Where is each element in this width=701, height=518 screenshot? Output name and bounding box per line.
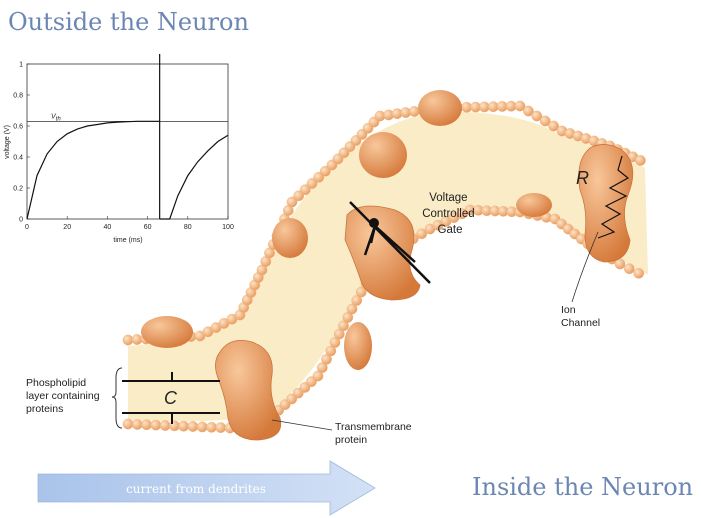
current-arrow — [37, 460, 376, 516]
threshold-label-subscript: th — [56, 116, 62, 122]
phospholipid-head — [215, 422, 227, 433]
phospholipid-head — [416, 228, 428, 240]
x-tick-label: 60 — [144, 224, 152, 231]
phospholipid-label-line: layer containing — [26, 390, 100, 402]
phospholipid-head — [614, 258, 626, 270]
phospholipid-head — [178, 420, 189, 432]
chart-xlabel: time (ms) — [113, 237, 142, 244]
phospholipid-brace — [111, 367, 123, 429]
resistor-label: R — [576, 168, 589, 188]
y-tick-label: 0.8 — [13, 93, 23, 100]
phospholipid-head — [196, 421, 208, 433]
phospholipid-head — [141, 419, 152, 431]
phospholipid-head — [633, 267, 645, 279]
phospholipid-head — [355, 286, 367, 298]
voltage-gate-protein — [344, 205, 421, 301]
voltage-gate-label-line: Gate — [438, 224, 463, 236]
voltage-gate-label-line: Voltage — [429, 192, 467, 204]
phospholipid-head — [131, 419, 143, 430]
y-tick-label: 0.4 — [13, 155, 23, 162]
phospholipid-head — [131, 334, 143, 345]
phospholipid-head — [539, 115, 551, 127]
phospholipid-head — [312, 370, 324, 382]
phospholipid-head — [635, 155, 646, 166]
phospholipid-head — [286, 196, 298, 208]
gate-pivot — [369, 218, 379, 228]
transmembrane-label-line: Transmembrane — [335, 421, 412, 433]
phospholipid-head — [338, 320, 349, 332]
phospholipid-head — [514, 100, 526, 112]
protein-blob — [516, 193, 552, 217]
protein-blob — [272, 218, 308, 258]
ion-channel-protein — [578, 144, 634, 263]
transmembrane-label: Transmembrane protein — [335, 421, 415, 446]
phospholipid-head — [299, 184, 311, 196]
ion-channel-leader — [571, 231, 599, 303]
x-tick-label: 100 — [222, 224, 234, 231]
x-tick-label: 80 — [184, 224, 192, 231]
ion-channel-label-line: Ion — [561, 304, 576, 316]
y-tick-label: 1 — [19, 62, 23, 69]
voltage-gate-label: Voltage Controlled Gate — [422, 192, 478, 236]
threshold-label-text: V — [51, 113, 57, 120]
voltage-gate-label-line: Controlled — [422, 208, 474, 220]
chart-plot-area — [26, 63, 229, 220]
transmembrane-leader — [271, 419, 333, 431]
phospholipid-head — [531, 110, 543, 122]
protein-blob — [344, 322, 372, 370]
voltage-chart: 0 20 40 60 80 100 0 0.2 0.4 0.6 0.8 1 Vth time (ms)… — [4, 54, 234, 244]
protein-blob — [141, 316, 193, 348]
protein-blob — [418, 90, 462, 126]
phospholipid-head — [321, 353, 332, 365]
phospholipid-head — [319, 165, 331, 177]
x-tick-label: 20 — [63, 224, 71, 231]
phospholipid-head — [306, 178, 318, 189]
ion-channel-label: Ion Channel — [561, 304, 600, 329]
phospholipid-label-line: proteins — [26, 403, 63, 415]
phospholipid-head — [329, 337, 341, 348]
inside-neuron-title: Inside the Neuron — [472, 473, 694, 501]
chart-series-charging — [26, 120, 160, 220]
resistor-symbol — [597, 155, 630, 239]
membrane-tail-region — [128, 111, 648, 422]
voltage-gate-symbol — [349, 201, 431, 284]
protein-blobs — [141, 90, 552, 370]
y-tick-label: 0.6 — [13, 124, 23, 131]
phospholipid-head — [122, 418, 134, 430]
y-tick-label: 0.2 — [13, 186, 23, 193]
phospholipid-head — [351, 295, 363, 306]
phospholipid-head — [523, 105, 534, 117]
chart-series-recharge — [159, 134, 229, 220]
phospholipid-label: Phospholipid layer containing proteins — [26, 377, 102, 415]
phospholipid-head — [187, 421, 199, 432]
phospholipid-head — [206, 421, 217, 433]
phospholipid-head — [623, 263, 635, 275]
phospholipid-label-line: Phospholipid — [26, 377, 86, 389]
outside-neuron-title: Outside the Neuron — [8, 8, 249, 36]
phospholipid-head — [159, 420, 171, 431]
protein-blob — [359, 132, 407, 178]
x-tick-label: 0 — [25, 224, 29, 231]
transmembrane-label-line: protein — [335, 434, 367, 446]
phospholipid-head — [169, 420, 180, 432]
current-arrow-label: current from dendrites — [126, 482, 266, 496]
phospholipid-head — [122, 334, 134, 346]
x-tick-label: 40 — [104, 224, 112, 231]
phospholipid-head — [548, 120, 559, 132]
y-tick-label: 0 — [19, 217, 23, 224]
capacitor-symbol — [122, 372, 220, 424]
threshold-label: Vth — [51, 113, 61, 122]
phospholipid-head — [150, 419, 162, 431]
ion-channel-label-line: Channel — [561, 317, 600, 329]
chart-ylabel: voltage (V) — [4, 125, 11, 159]
phospholipid-head — [346, 303, 358, 315]
capacitor-label: C — [164, 388, 178, 408]
